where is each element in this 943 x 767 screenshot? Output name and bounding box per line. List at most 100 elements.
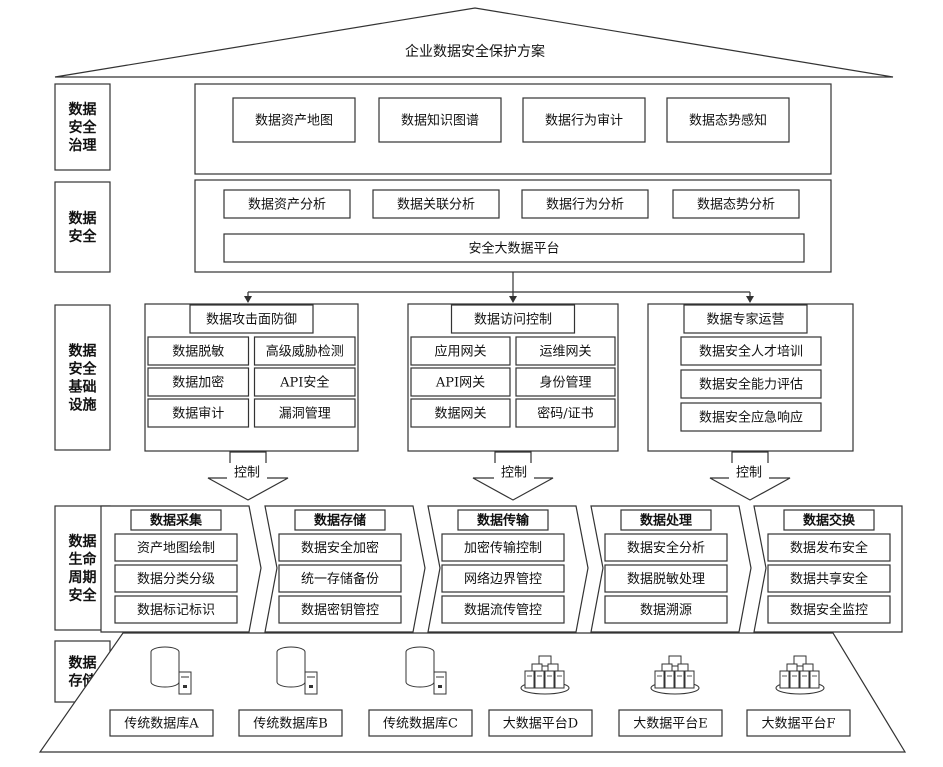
lifecycle-stage-title-box bbox=[294, 509, 386, 531]
storage-item: 大数据平台D bbox=[488, 709, 593, 737]
storage-item-label: 大数据平台D bbox=[503, 717, 578, 732]
lifecycle-stage-title-box bbox=[620, 509, 712, 531]
infra-item-box bbox=[253, 367, 356, 397]
lifecycle-item-label: 资产地图绘制 bbox=[137, 541, 215, 556]
governance-item-box bbox=[522, 97, 646, 143]
infra-item: 运维网关 bbox=[515, 336, 616, 366]
lifecycle-item-box bbox=[441, 595, 565, 624]
lifecycle-item-box bbox=[278, 595, 402, 624]
arrow-head-2 bbox=[746, 296, 754, 303]
control-label: 控制 bbox=[736, 466, 762, 481]
infra-group-title-label: 数据专家运营 bbox=[706, 312, 784, 328]
lifecycle-item-label: 数据密钥管控 bbox=[301, 602, 379, 618]
lifecycle-item-box bbox=[767, 564, 891, 593]
lifecycle-item-box bbox=[604, 595, 728, 624]
lifecycle-item: 数据发布安全 bbox=[767, 533, 891, 562]
lifecycle-stage-title-box bbox=[457, 509, 549, 531]
lifecycle-item: 数据分类分级 bbox=[114, 564, 238, 593]
infra-group-title: 数据访问控制 bbox=[450, 304, 576, 334]
infra-item-label: 数据安全应急响应 bbox=[699, 410, 803, 426]
infra-item-label: 数据安全能力评估 bbox=[699, 377, 803, 393]
infra-item: 数据安全人才培训 bbox=[680, 336, 822, 366]
database-icon bbox=[276, 646, 318, 695]
security-platform: 安全大数据平台 bbox=[223, 233, 805, 263]
lifecycle-item-box bbox=[278, 533, 402, 562]
infra-item: 高级威胁检测 bbox=[253, 336, 356, 366]
control-label-bg bbox=[494, 463, 534, 481]
infra-item-label: 密码/证书 bbox=[537, 406, 593, 422]
lifecycle-item-box bbox=[604, 533, 728, 562]
lifecycle-stage-title-label: 数据存储 bbox=[314, 513, 366, 529]
storage-item-label: 大数据平台F bbox=[761, 717, 835, 732]
lifecycle-stage-title-label: 数据交换 bbox=[803, 513, 856, 529]
infra-group-title-box bbox=[189, 304, 314, 334]
security-item-box bbox=[521, 189, 649, 219]
governance-item: 数据知识图谱 bbox=[378, 97, 502, 143]
security-item-label: 数据资产分析 bbox=[248, 198, 326, 213]
lifecycle-item: 数据脱敏处理 bbox=[604, 564, 728, 593]
infra-group-title: 数据专家运营 bbox=[683, 304, 808, 334]
infra-group-title-label: 数据攻击面防御 bbox=[206, 312, 297, 328]
infra-item-label: 应用网关 bbox=[434, 344, 486, 360]
storage-item-label: 大数据平台E bbox=[633, 717, 708, 732]
lifecycle-item-box bbox=[114, 564, 238, 593]
infra-item-box bbox=[680, 369, 822, 399]
lifecycle-item: 数据标记标识 bbox=[114, 595, 238, 624]
storage-item-label: 传统数据库C bbox=[383, 716, 458, 732]
infra-item: 数据审计 bbox=[147, 398, 250, 428]
lifecycle-item-label: 加密传输控制 bbox=[464, 540, 542, 556]
lifecycle-item-box bbox=[441, 564, 565, 593]
lifecycle-item: 统一存储备份 bbox=[278, 564, 402, 593]
section-label-security-box bbox=[54, 181, 111, 273]
security-item-label: 数据行为分析 bbox=[546, 198, 624, 213]
storage-item: 传统数据库B bbox=[238, 709, 343, 737]
infra-item: 数据加密 bbox=[147, 367, 250, 397]
lifecycle-item-box bbox=[114, 595, 238, 624]
infra-item-box bbox=[147, 336, 250, 366]
section-label-lifecycle: 数据生命周期安全 bbox=[69, 533, 98, 604]
security-platform-label: 安全大数据平台 bbox=[468, 241, 559, 257]
lifecycle-item: 数据密钥管控 bbox=[278, 595, 402, 624]
infra-item-box bbox=[515, 336, 616, 366]
infra-item-box bbox=[410, 336, 511, 366]
infra-item: API网关 bbox=[410, 367, 511, 397]
lifecycle-item-label: 数据安全监控 bbox=[790, 602, 868, 618]
arrow-head-1 bbox=[509, 296, 517, 303]
lifecycle-item: 数据溯源 bbox=[604, 595, 728, 624]
storage-item: 大数据平台E bbox=[618, 709, 723, 737]
infra-item: 数据网关 bbox=[410, 398, 511, 428]
infra-item: 应用网关 bbox=[410, 336, 511, 366]
lifecycle-item-box bbox=[278, 564, 402, 593]
security-item: 数据资产分析 bbox=[223, 189, 351, 219]
lifecycle-item-box bbox=[114, 533, 238, 562]
security-item-label: 数据关联分析 bbox=[397, 198, 475, 213]
governance-item-box bbox=[666, 97, 790, 143]
lifecycle-item: 数据流传管控 bbox=[441, 595, 565, 624]
arrow-head-0 bbox=[244, 296, 252, 303]
lifecycle-item: 数据共享安全 bbox=[767, 564, 891, 593]
lifecycle-item-label: 数据共享安全 bbox=[790, 571, 868, 587]
lifecycle-item: 数据安全分析 bbox=[604, 533, 728, 562]
lifecycle-item-label: 数据溯源 bbox=[640, 602, 692, 618]
lifecycle-stage-title: 数据处理 bbox=[620, 509, 712, 531]
lifecycle-item-label: 统一存储备份 bbox=[301, 571, 379, 587]
storage-item-box bbox=[488, 709, 593, 737]
infra-item-box bbox=[410, 367, 511, 397]
infra-item: 数据脱敏 bbox=[147, 336, 250, 366]
control-label-bg bbox=[227, 463, 267, 481]
infra-item-label: 运维网关 bbox=[539, 345, 591, 360]
infra-item-label: 数据审计 bbox=[172, 407, 224, 422]
infra-item-label: API网关 bbox=[435, 376, 485, 391]
server-cluster-icon bbox=[520, 655, 570, 695]
infra-item-box bbox=[147, 367, 250, 397]
storage-item-box bbox=[238, 709, 343, 737]
lifecycle-stage-title: 数据传输 bbox=[457, 509, 549, 531]
lifecycle-item-box bbox=[441, 533, 565, 562]
infra-item: 身份管理 bbox=[515, 367, 616, 397]
section-label-infrastructure-box bbox=[54, 304, 111, 451]
lifecycle-stage-title-label: 数据采集 bbox=[150, 513, 203, 529]
infra-item: 密码/证书 bbox=[515, 398, 616, 428]
governance-item-label: 数据态势感知 bbox=[689, 113, 767, 129]
control-label: 控制 bbox=[501, 466, 527, 481]
lifecycle-item-label: 数据标记标识 bbox=[137, 603, 215, 618]
